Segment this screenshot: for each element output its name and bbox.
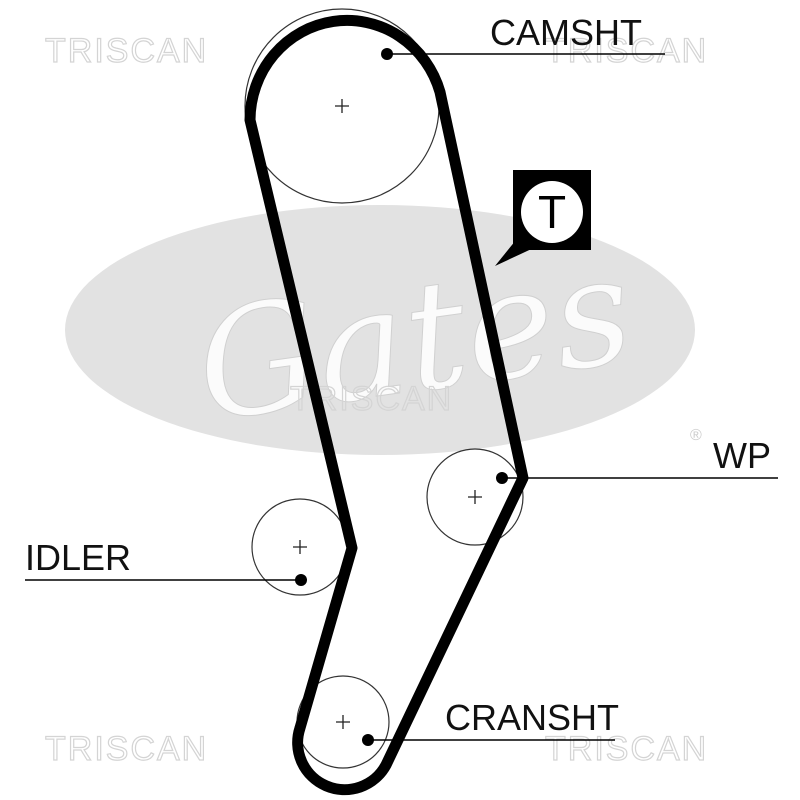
camshaft-label: CAMSHT — [490, 12, 642, 53]
tensioner-marker: T — [495, 170, 591, 266]
water-pump-leader — [496, 472, 778, 484]
water-pump-label: WP — [713, 435, 771, 476]
crankshaft-label: CRANSHT — [445, 697, 619, 738]
gates-logo-watermark: Gates ® — [65, 205, 702, 456]
crankshaft-leader — [362, 734, 615, 746]
idler-leader — [25, 574, 307, 586]
triscan-watermark-bottom-right: TRISCAN — [545, 730, 708, 768]
water-pump-pulley — [426, 448, 524, 546]
triscan-watermark-top-left: TRISCAN — [45, 32, 208, 70]
tensioner-label: T — [538, 186, 566, 238]
triscan-watermark-top-right: TRISCAN — [545, 32, 708, 70]
triscan-watermark-bottom-left: TRISCAN — [45, 730, 208, 768]
idler-label: IDLER — [25, 537, 131, 578]
timing-belt — [244, 14, 529, 796]
camshaft-leader — [381, 48, 665, 60]
registered-mark: ® — [690, 427, 702, 444]
